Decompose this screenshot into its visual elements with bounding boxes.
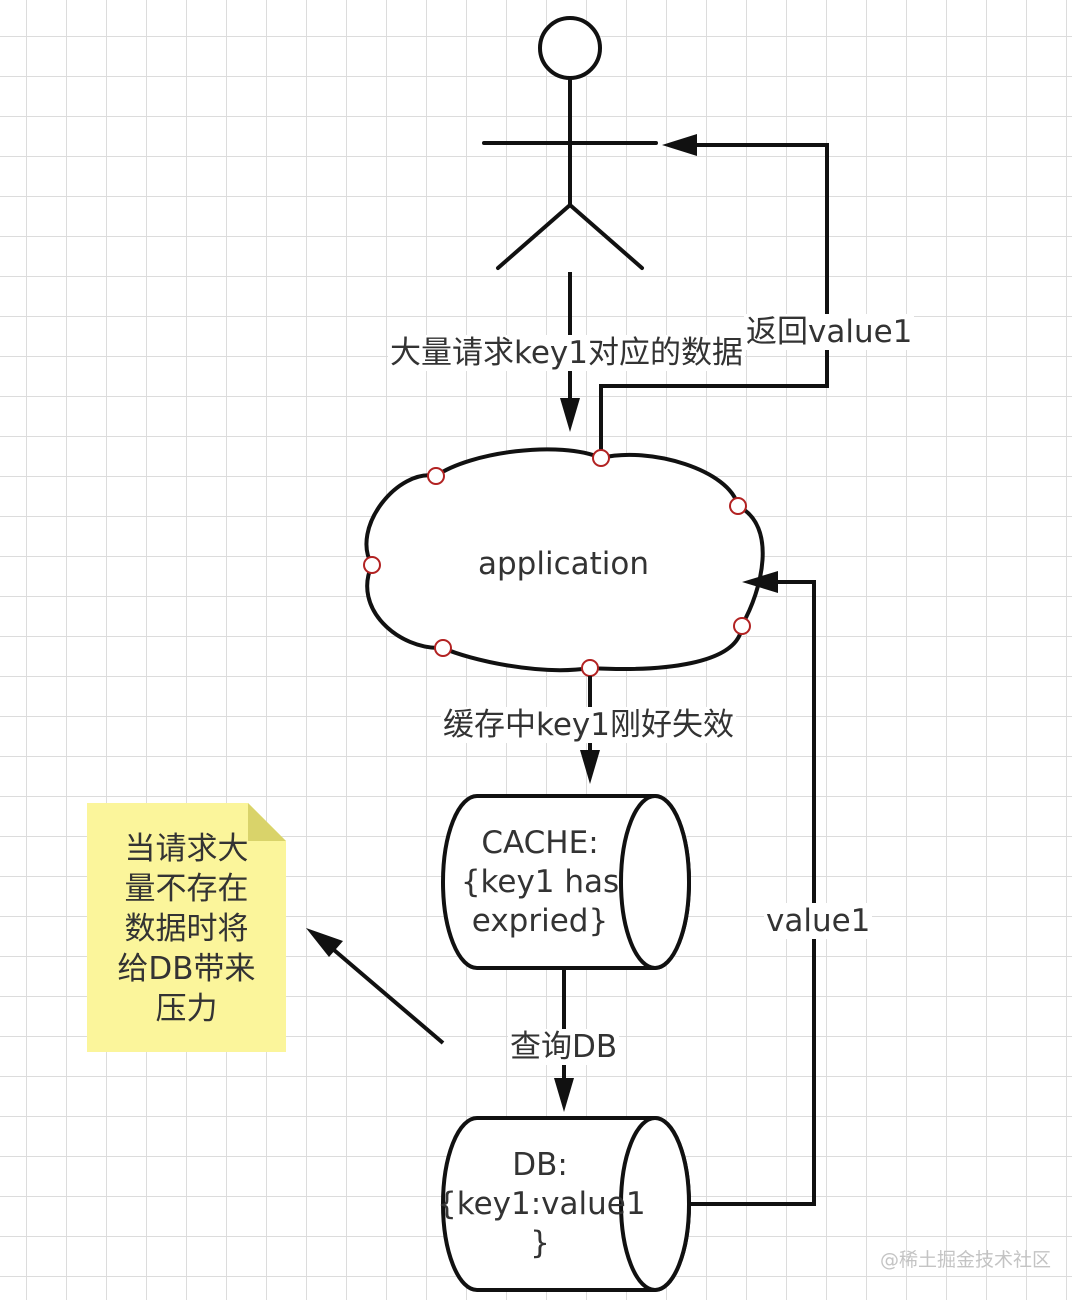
note-text: 当请求大 量不存在 数据时将 给DB带来 压力 (87, 829, 286, 1029)
edge-value[interactable] (689, 571, 816, 1206)
edge-value-label: value1 (764, 903, 873, 939)
note-line-5: 压力 (155, 991, 218, 1027)
db-cylinder[interactable] (441, 1116, 691, 1292)
edge-request-label: 大量请求key1对应的数据 (388, 335, 745, 371)
sticky-note[interactable] (87, 803, 286, 1052)
note-pointer-arrow[interactable] (306, 928, 445, 1045)
cache-label: CACHE: {key1 has expried} (440, 824, 640, 941)
edge-cache-miss-label: 缓存中key1刚好失效 (441, 707, 736, 743)
cache-label-line-3: expried} (471, 903, 609, 939)
db-label-line-1: DB: (512, 1147, 568, 1183)
note-line-4: 给DB带来 (117, 951, 256, 987)
edge-return-label: 返回value1 (744, 314, 915, 350)
db-label-line-3: } (530, 1225, 550, 1261)
note-line-3: 数据时将 (124, 911, 249, 947)
edge-query-label: 查询DB (508, 1029, 620, 1065)
edge-return[interactable] (599, 134, 829, 458)
cache-label-line-2: {key1 has (460, 864, 620, 900)
db-label: DB: {key1:value1 } (437, 1146, 646, 1263)
application-cloud[interactable] (363, 447, 765, 677)
note-line-2: 量不存在 (124, 871, 249, 907)
note-line-1: 当请求大 (124, 831, 249, 867)
cache-label-line-1: CACHE: (481, 825, 599, 861)
watermark: @稀土掘金技术社区 (880, 1249, 1052, 1271)
application-label: application (478, 546, 649, 582)
user-actor[interactable] (482, 16, 658, 270)
cache-cylinder[interactable] (441, 794, 691, 970)
db-label-line-2: {key1:value1 (437, 1186, 646, 1222)
